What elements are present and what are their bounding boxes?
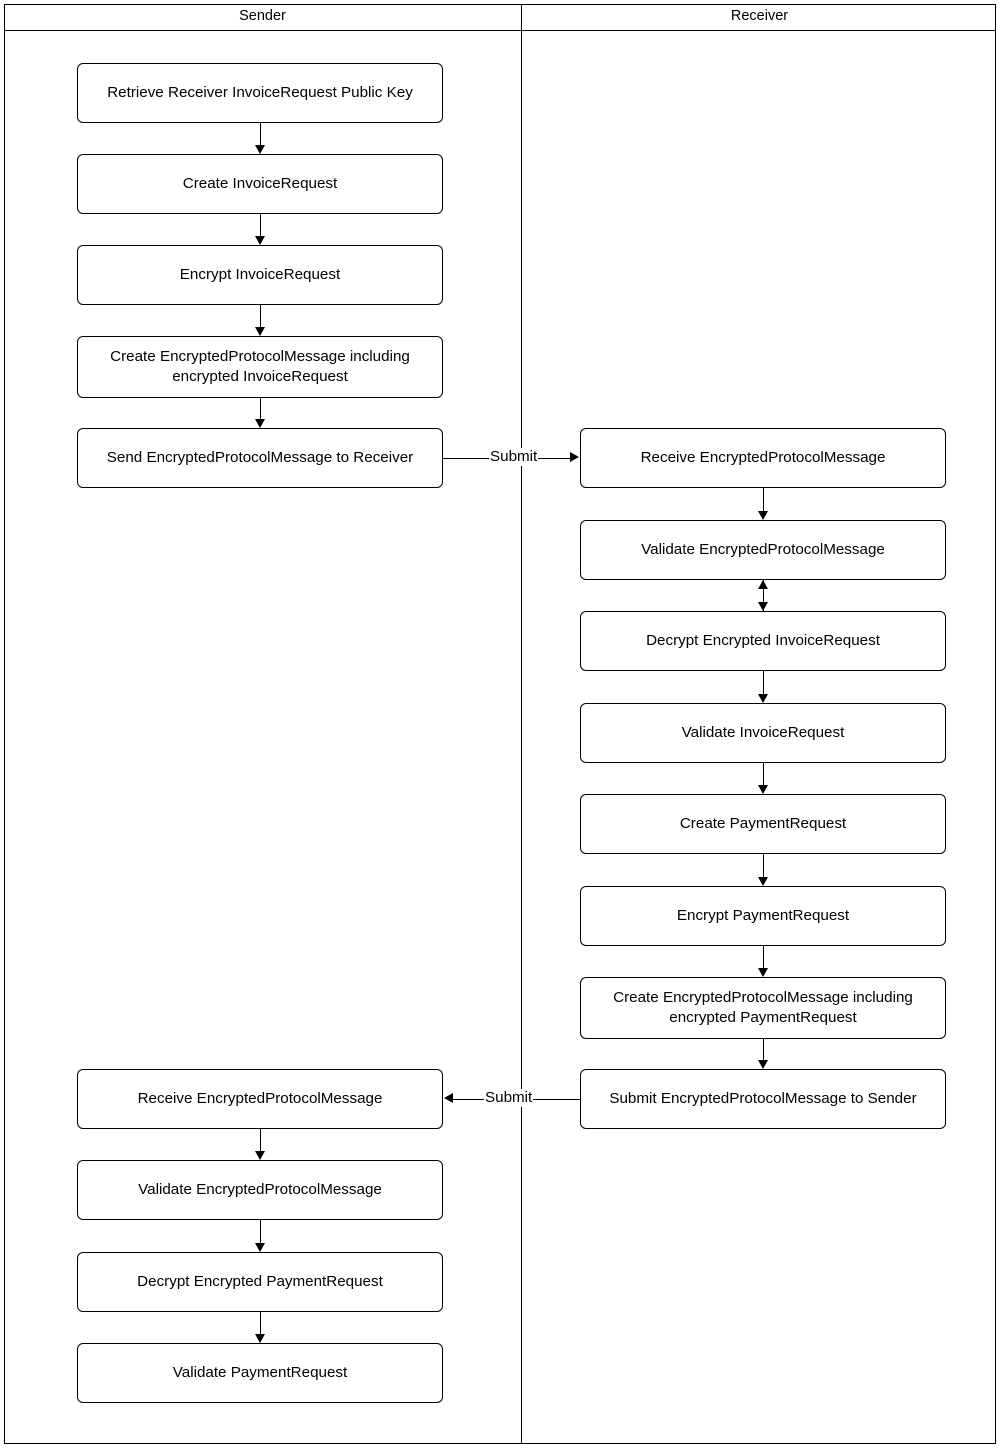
node-label: Create EncryptedProtocolMessage includin… xyxy=(613,989,913,1026)
connector-s7-s8 xyxy=(260,1220,261,1244)
connector-s2-s3 xyxy=(260,214,261,237)
node-label: Submit EncryptedProtocolMessage to Sende… xyxy=(609,1090,917,1107)
arrowhead-r5-r6 xyxy=(757,877,768,886)
connector-s4-s5 xyxy=(260,398,261,420)
node-create-paymentrequest[interactable]: Create PaymentRequest xyxy=(580,794,946,854)
node-label: Validate PaymentRequest xyxy=(172,1364,348,1381)
node-label: Create InvoiceRequest xyxy=(182,175,338,192)
lane-title-sender: Sender xyxy=(239,8,286,24)
arrowhead-s8-s9 xyxy=(254,1334,265,1343)
node-receiver-validate-encryptedprotocolmessage[interactable]: Validate EncryptedProtocolMessage xyxy=(580,520,946,580)
node-label: Receive EncryptedProtocolMessage xyxy=(640,449,886,466)
connector-s1-s2 xyxy=(260,123,261,146)
edge-label-submit-receiver-to-sender: Submit xyxy=(484,1089,534,1107)
connector-s8-s9 xyxy=(260,1312,261,1335)
connector-r1-r2 xyxy=(763,488,764,512)
node-send-encryptedprotocolmessage-to-receiver[interactable]: Send EncryptedProtocolMessage to Receive… xyxy=(77,428,443,488)
node-label: Encrypt InvoiceRequest xyxy=(179,266,341,283)
connector-r5-r6 xyxy=(763,854,764,878)
node-create-encryptedprotocolmessage-paymentrequest[interactable]: Create EncryptedProtocolMessage includin… xyxy=(580,977,946,1039)
arrowhead-r4-r5 xyxy=(757,785,768,794)
lane-vertical-divider xyxy=(521,4,522,1444)
arrowhead-r3-r4 xyxy=(757,694,768,703)
node-label: Receive EncryptedProtocolMessage xyxy=(137,1090,383,1107)
node-label: Validate EncryptedProtocolMessage xyxy=(138,1181,382,1198)
connector-r2-r3-bidirectional xyxy=(763,580,764,611)
node-label: Encrypt PaymentRequest xyxy=(676,907,850,924)
arrowhead-submit-sender-to-receiver xyxy=(570,452,579,462)
connector-r6-r7 xyxy=(763,946,764,969)
arrowhead-s6-s7 xyxy=(254,1151,265,1160)
node-label: Decrypt Encrypted PaymentRequest xyxy=(137,1273,383,1290)
node-create-encryptedprotocolmessage-invoicerequest[interactable]: Create EncryptedProtocolMessage includin… xyxy=(77,336,443,398)
node-label: Decrypt Encrypted InvoiceRequest xyxy=(646,632,880,649)
node-retrieve-receiver-invoicerequest-public-key[interactable]: Retrieve Receiver InvoiceRequest Public … xyxy=(77,63,443,123)
arrowhead-s3-s4 xyxy=(254,327,265,336)
connector-s6-s7 xyxy=(260,1129,261,1152)
node-label: Create EncryptedProtocolMessage includin… xyxy=(110,348,410,385)
arrowhead-s2-s3 xyxy=(254,236,265,245)
connector-r7-r8 xyxy=(763,1039,764,1061)
node-label: Send EncryptedProtocolMessage to Receive… xyxy=(106,449,414,466)
connector-r3-r4 xyxy=(763,671,764,695)
arrowhead-s4-s5 xyxy=(254,419,265,428)
arrowhead-r3-to-r2 xyxy=(757,580,768,589)
node-encrypt-paymentrequest[interactable]: Encrypt PaymentRequest xyxy=(580,886,946,946)
node-receiver-receive-encryptedprotocolmessage[interactable]: Receive EncryptedProtocolMessage xyxy=(580,428,946,488)
edge-label-submit-sender-to-receiver: Submit xyxy=(489,448,539,466)
connector-s3-s4 xyxy=(260,305,261,328)
node-submit-encryptedprotocolmessage-to-sender[interactable]: Submit EncryptedProtocolMessage to Sende… xyxy=(580,1069,946,1129)
node-sender-validate-encryptedprotocolmessage[interactable]: Validate EncryptedProtocolMessage xyxy=(77,1160,443,1220)
arrowhead-r1-r2 xyxy=(757,511,768,520)
arrowhead-submit-receiver-to-sender xyxy=(444,1093,453,1103)
node-validate-paymentrequest[interactable]: Validate PaymentRequest xyxy=(77,1343,443,1403)
node-sender-receive-encryptedprotocolmessage[interactable]: Receive EncryptedProtocolMessage xyxy=(77,1069,443,1129)
connector-r4-r5 xyxy=(763,763,764,786)
node-validate-invoicerequest[interactable]: Validate InvoiceRequest xyxy=(580,703,946,763)
node-label: Validate InvoiceRequest xyxy=(681,724,845,741)
lane-title-receiver: Receiver xyxy=(730,8,789,24)
arrowhead-s7-s8 xyxy=(254,1243,265,1252)
node-decrypt-encrypted-paymentrequest[interactable]: Decrypt Encrypted PaymentRequest xyxy=(77,1252,443,1312)
node-label: Create PaymentRequest xyxy=(679,815,847,832)
node-encrypt-invoicerequest[interactable]: Encrypt InvoiceRequest xyxy=(77,245,443,305)
arrowhead-r7-r8 xyxy=(757,1060,768,1069)
arrowhead-s1-s2 xyxy=(254,145,265,154)
node-decrypt-encrypted-invoicerequest[interactable]: Decrypt Encrypted InvoiceRequest xyxy=(580,611,946,671)
diagram-outer-border xyxy=(4,4,996,1444)
arrowhead-r2-to-r3 xyxy=(757,602,768,611)
arrowhead-r6-r7 xyxy=(757,968,768,977)
node-label: Validate EncryptedProtocolMessage xyxy=(641,541,885,558)
node-create-invoicerequest[interactable]: Create InvoiceRequest xyxy=(77,154,443,214)
node-label: Retrieve Receiver InvoiceRequest Public … xyxy=(107,84,413,101)
lane-header-divider xyxy=(4,30,996,31)
